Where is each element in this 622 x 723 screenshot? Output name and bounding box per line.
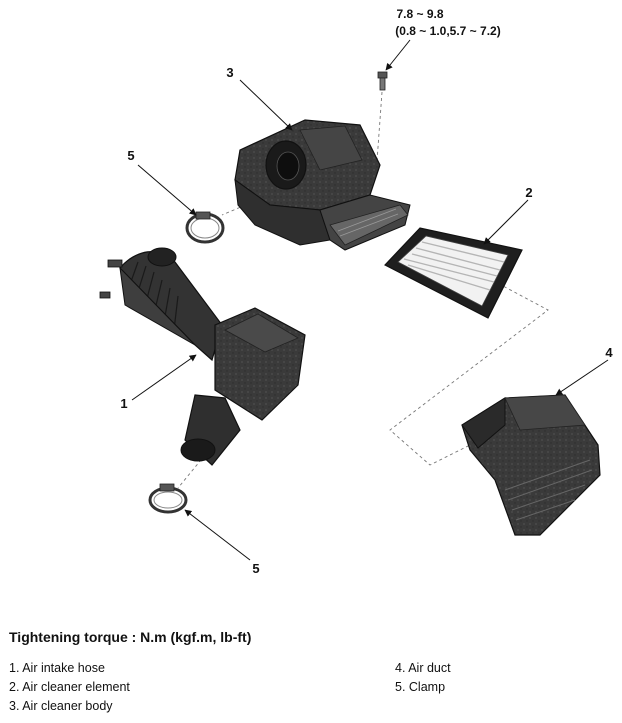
air-duct <box>461 394 601 536</box>
air-cleaner-body <box>234 119 411 251</box>
legend-item: 3. Air cleaner body <box>9 699 113 713</box>
legend-item: 4. Air duct <box>395 661 451 675</box>
callout-2-leader <box>483 199 529 245</box>
legend-item: 5. Clamp <box>395 680 446 694</box>
air-cleaner-element <box>384 227 523 319</box>
callout-1: 1 <box>120 396 127 411</box>
callout-4-leader <box>555 359 609 396</box>
callout-4: 4 <box>605 345 613 360</box>
callout-5-lower-leader <box>184 509 251 561</box>
parts-legend-left: 1. Air intake hose 2. Air cleaner elemen… <box>9 659 130 716</box>
parts-legend-right: 4. Air duct 5. Clamp <box>395 659 451 697</box>
exploded-diagram: 7.8 ~ 9.8 (0.8 ~ 1.0,5.7 ~ 7.2) 3 <box>99 7 613 576</box>
callout-5-lower: 5 <box>252 561 259 576</box>
callout-5-upper-leader <box>137 164 197 216</box>
callout-3: 3 <box>226 65 233 80</box>
legend-item: 2. Air cleaner element <box>9 680 130 694</box>
torque-leader <box>385 39 411 71</box>
air-intake-hose <box>99 247 306 466</box>
legend-item: 1. Air intake hose <box>9 661 105 675</box>
clamp-lower <box>148 483 188 514</box>
torque-value-alt-units: (0.8 ~ 1.0,5.7 ~ 7.2) <box>395 24 500 38</box>
torque-value: 7.8 ~ 9.8 <box>396 7 443 21</box>
callout-1-leader <box>131 354 197 401</box>
clamp-upper <box>185 211 225 244</box>
callout-3-leader <box>239 79 293 131</box>
callout-5-upper: 5 <box>127 148 134 163</box>
bolt <box>377 71 388 91</box>
callout-2: 2 <box>525 185 532 200</box>
torque-heading: Tightening torque : N.m (kgf.m, lb-ft) <box>9 629 252 645</box>
